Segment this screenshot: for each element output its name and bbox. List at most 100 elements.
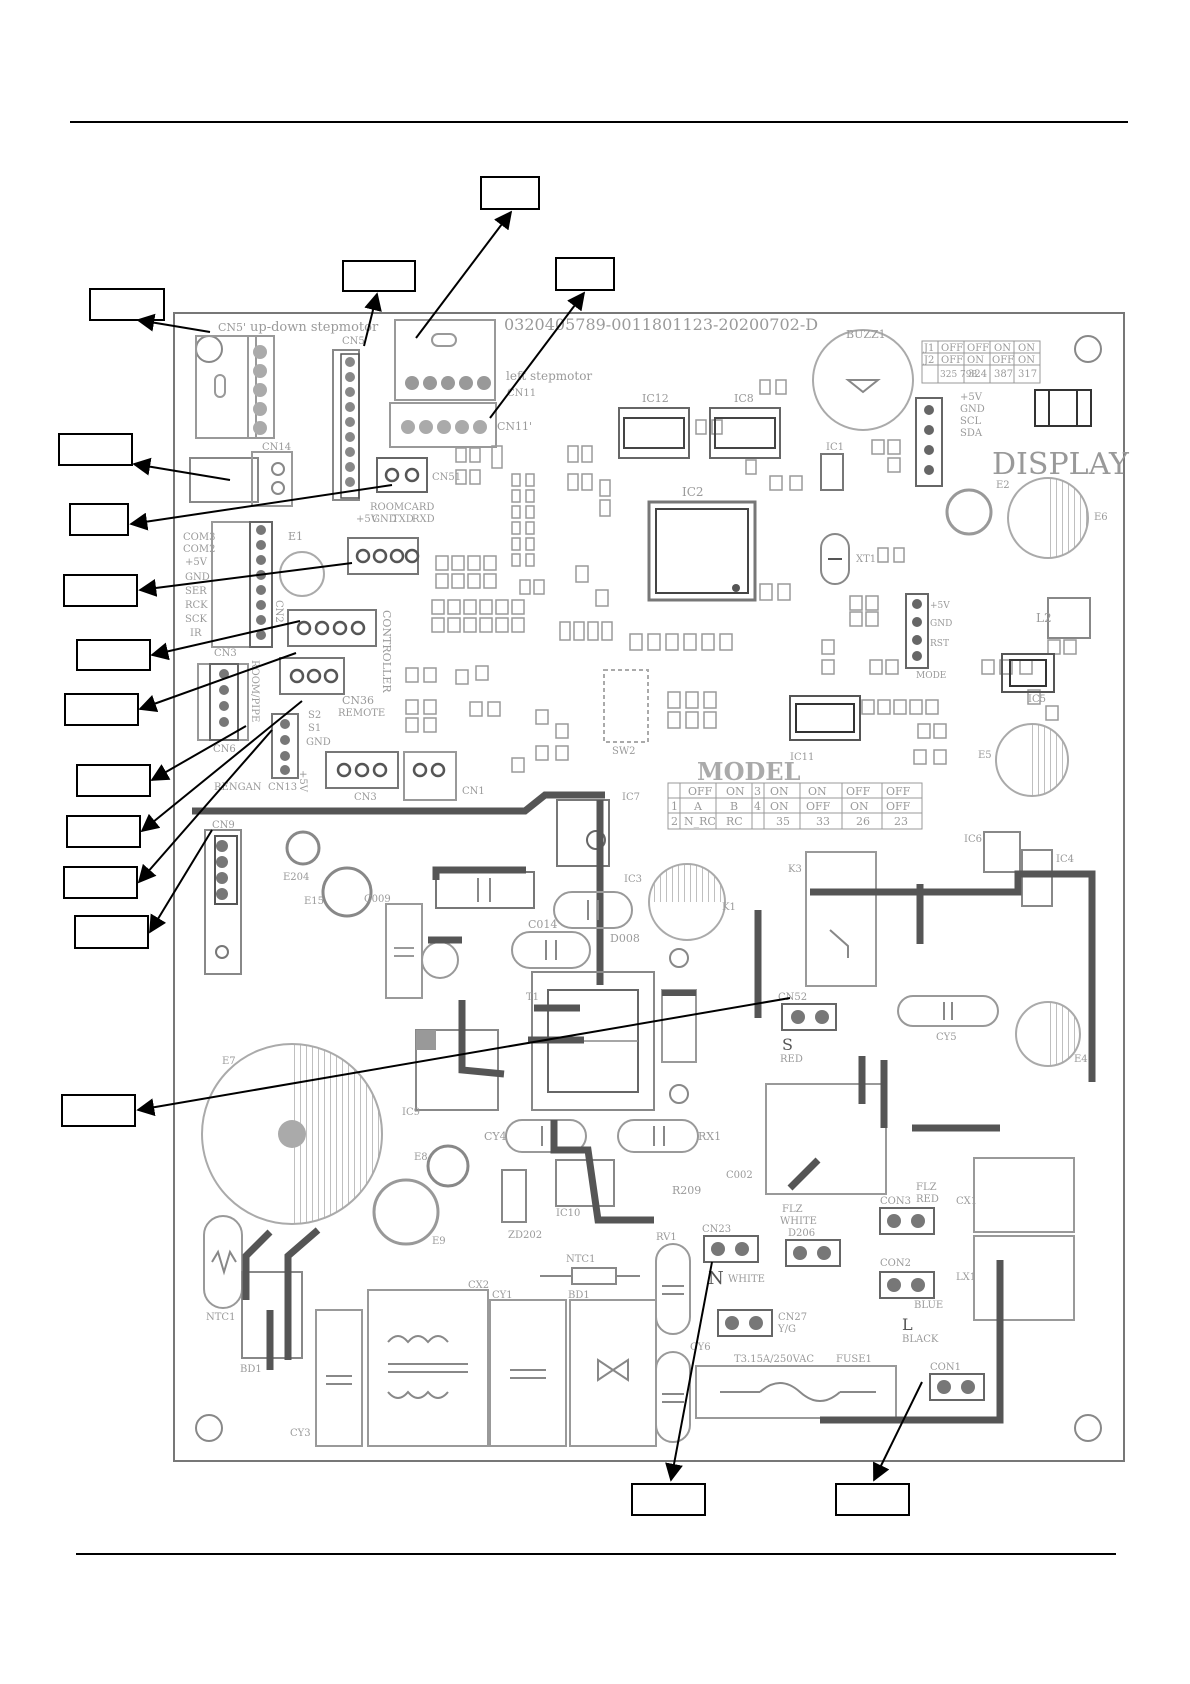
display-label: DISPLAY xyxy=(992,447,1130,482)
cn23-terminal xyxy=(781,1003,837,1031)
svg-text:2: 2 xyxy=(671,815,678,828)
svg-text:J2: J2 xyxy=(923,355,934,366)
svg-text:ON: ON xyxy=(770,785,789,798)
svg-text:4: 4 xyxy=(754,800,761,813)
svg-text:SCL: SCL xyxy=(960,416,982,427)
e8-capacitor xyxy=(426,1144,470,1188)
ic4-chip xyxy=(1021,849,1053,907)
cn21-label: CN23 xyxy=(702,1224,731,1235)
callout-box-15 xyxy=(631,1483,706,1516)
con2-color: RED xyxy=(916,1194,939,1205)
k1-relay xyxy=(805,851,877,987)
cy6-label: RX1 xyxy=(698,1130,721,1143)
callout-box-7 xyxy=(63,574,138,607)
svg-text:26: 26 xyxy=(856,815,870,828)
footer-rule xyxy=(76,1553,1116,1555)
callout-box-3 xyxy=(555,257,615,291)
ic11-label: IC11 xyxy=(790,752,814,763)
svg-text:COM2: COM2 xyxy=(183,544,215,555)
terminal-n-label: N xyxy=(708,1268,724,1289)
k1-label: K3 xyxy=(788,864,802,875)
callout-box-12 xyxy=(63,866,138,899)
e9-label: E9 xyxy=(432,1236,446,1247)
cn9-label: CN9 xyxy=(212,820,235,831)
ntc1-thermistor xyxy=(203,1215,243,1309)
cn1-label: CN1 xyxy=(462,786,485,797)
cn27-label: CN27 xyxy=(778,1312,807,1323)
cx1-label: CY1 xyxy=(492,1290,513,1301)
svg-text:+5V: +5V xyxy=(297,770,308,793)
d008-diode xyxy=(661,948,697,1104)
con2-flz-label: FLZ xyxy=(916,1182,937,1193)
ic1-label: IC1 xyxy=(826,442,844,453)
ic3-label: IC3 xyxy=(624,874,642,885)
c014-capacitor xyxy=(553,891,633,929)
con3-terminal xyxy=(785,1239,841,1267)
svg-text:A: A xyxy=(693,800,703,813)
svg-text:SCK: SCK xyxy=(185,614,208,625)
jp4-header xyxy=(905,593,929,669)
svg-text:+5V: +5V xyxy=(930,601,950,611)
c013-capacitor xyxy=(511,931,591,969)
k5-relay xyxy=(765,1083,887,1195)
ic8-chip xyxy=(709,407,781,459)
cn3-connector xyxy=(211,521,273,648)
sw2-dip-switch xyxy=(603,669,649,743)
e9-capacitor xyxy=(372,1178,440,1246)
fuse1 xyxy=(695,1365,897,1419)
controller-label: CONTROLLER xyxy=(380,610,393,693)
e10-capacitor xyxy=(321,866,373,918)
svg-text:SDA: SDA xyxy=(960,428,983,439)
callout-box-13 xyxy=(74,915,149,949)
svg-text:B: B xyxy=(730,800,738,813)
e204-label: K1 xyxy=(722,902,736,913)
ic7-label: IC7 xyxy=(622,792,640,803)
hv-trace-power xyxy=(428,866,762,1224)
cn6-connector xyxy=(197,663,249,741)
con3-label: D206 xyxy=(788,1228,815,1239)
callout-box-6 xyxy=(69,503,129,536)
ic9-label: IC9 xyxy=(402,1107,420,1118)
svg-text:J1: J1 xyxy=(923,343,934,354)
ic10-label: IC10 xyxy=(556,1208,580,1219)
svg-text:RC: RC xyxy=(726,815,743,828)
c013-label: C014 xyxy=(528,918,557,931)
cn52-terminal xyxy=(929,1373,985,1401)
svg-text:RXD: RXD xyxy=(412,514,435,525)
svg-text:OFF: OFF xyxy=(941,343,963,354)
svg-text:324: 324 xyxy=(968,369,987,380)
con2-label: CON3 xyxy=(880,1196,911,1207)
lx1-inductor xyxy=(367,1289,489,1447)
e2-capacitor xyxy=(945,488,993,536)
cn2-connector xyxy=(287,537,420,647)
callout-box-1 xyxy=(480,176,540,210)
e6-capacitor xyxy=(1007,477,1089,559)
updown-stepmotor-label: up-down stepmotor xyxy=(250,320,379,335)
cn3b-label: CN3 xyxy=(354,792,377,803)
cn51-pin-labels: ROOM CARD GND TXD RXD +5V xyxy=(356,502,435,525)
ntc1-label: NTC1 xyxy=(206,1312,235,1323)
svg-text:ON: ON xyxy=(967,355,984,366)
e204-capacitor xyxy=(648,863,726,941)
svg-text:ON: ON xyxy=(1018,355,1035,366)
jp3-pin-labels: +5V GND SCL SDA xyxy=(960,392,985,439)
svg-text:S2: S2 xyxy=(308,710,321,721)
svg-text:+5V: +5V xyxy=(356,514,379,525)
e2-label: E2 xyxy=(996,480,1010,491)
e5-capacitor xyxy=(995,723,1069,797)
svg-text:35: 35 xyxy=(776,815,790,828)
cn13-label: CN13 xyxy=(268,782,297,793)
callout-box-16 xyxy=(835,1483,910,1516)
bd1-label: BD1 xyxy=(240,1364,262,1375)
e7-capacitor xyxy=(201,1043,383,1225)
e4-capacitor xyxy=(1015,1001,1081,1067)
t1-label: T1 xyxy=(526,992,539,1003)
fuse1-label: FUSE1 xyxy=(836,1354,872,1365)
svg-text:GND: GND xyxy=(185,572,210,583)
callout-arrows xyxy=(129,210,923,1482)
terminal-l-color: BLACK xyxy=(902,1334,939,1345)
svg-text:GND: GND xyxy=(372,514,397,525)
terminal-l-label: L xyxy=(902,1315,913,1334)
k3-label: CX1 xyxy=(956,1196,977,1207)
